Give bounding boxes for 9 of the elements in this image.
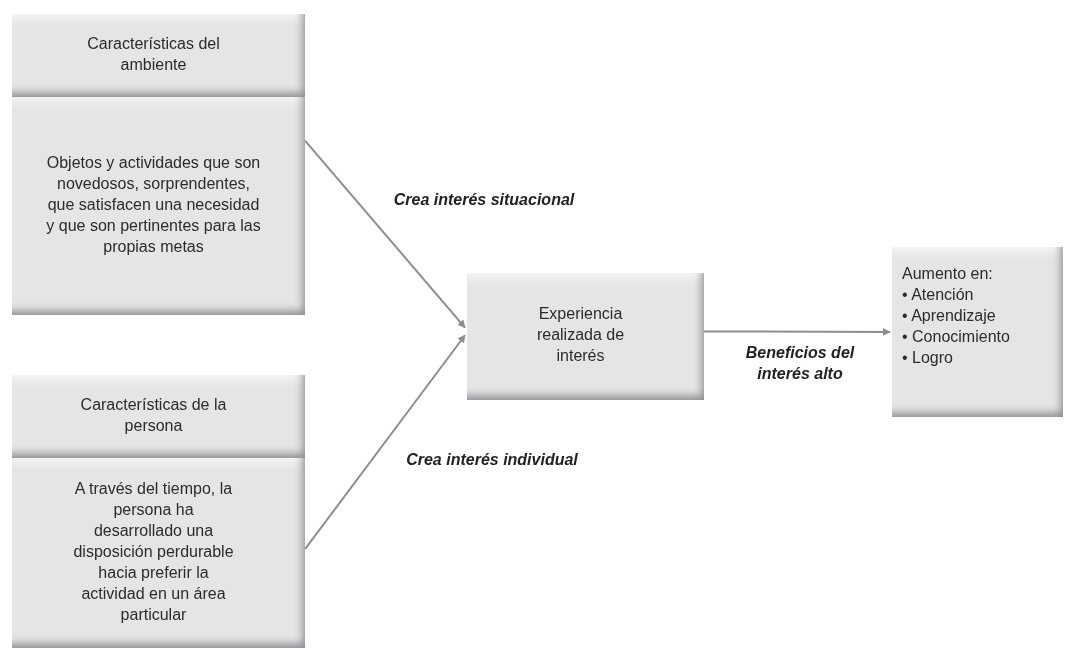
process-box: A través del tiempo, la persona ha desarrollado una disposición perdurable hacia preferir la actividad en un área particular	[12, 458, 305, 648]
arrow	[304, 139, 466, 329]
process-box: Experiencia realizada de interés	[467, 273, 704, 400]
process-box: Objetos y actividades que son novedosos, sorprendentes, que satisfacen una necesidad y que son pertinentes para las propias metas	[12, 97, 305, 315]
heading-box: Características del ambiente	[12, 14, 305, 97]
arrow	[703, 328, 891, 336]
heading-box: Características de la persona	[12, 375, 305, 458]
arrow	[304, 334, 466, 551]
process-box: Aumento en: • Atención • Aprendizaje • Conocimiento • Logro	[892, 247, 1063, 417]
